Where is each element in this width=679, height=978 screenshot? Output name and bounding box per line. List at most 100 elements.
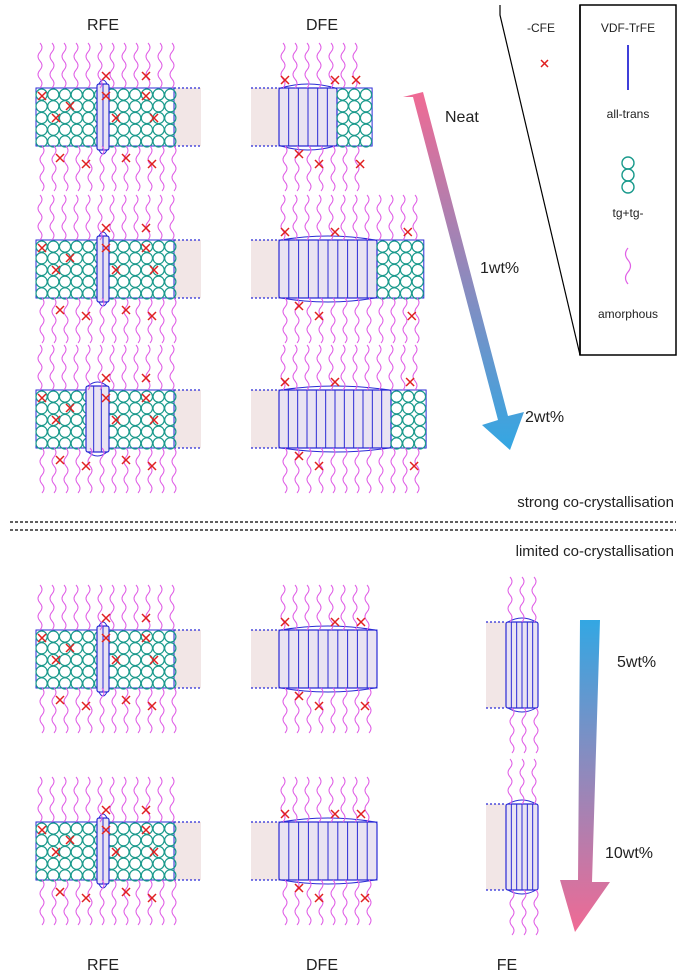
cfe-mark bbox=[81, 701, 91, 711]
amorphous-chain bbox=[354, 687, 360, 734]
cfe-mark bbox=[55, 695, 65, 705]
cfe-mark bbox=[147, 311, 157, 321]
amorphous-chain bbox=[316, 42, 322, 89]
cfe-mark bbox=[65, 253, 75, 263]
cfe-mark bbox=[65, 835, 75, 845]
amorphous-shade bbox=[486, 622, 506, 708]
cfe-mark bbox=[280, 617, 290, 627]
amorphous-chain bbox=[111, 145, 117, 192]
cfe-mark bbox=[360, 893, 370, 903]
cfe-mark bbox=[141, 633, 151, 643]
cfe-mark bbox=[294, 451, 304, 461]
amorphous-chain bbox=[282, 297, 288, 344]
amorphous-chain bbox=[169, 776, 175, 823]
fe-lamella bbox=[486, 758, 539, 936]
amorphous-chain bbox=[318, 145, 324, 192]
amorphous-chain bbox=[121, 42, 127, 89]
amorphous-shade bbox=[251, 630, 279, 688]
cfe-mark bbox=[141, 805, 151, 815]
cfe-mark bbox=[101, 393, 111, 403]
amorphous-chain bbox=[121, 344, 127, 391]
amorphous-chain bbox=[49, 344, 55, 391]
amorphous-chain bbox=[87, 447, 93, 494]
cfe-mark bbox=[294, 883, 304, 893]
amorphous-chain bbox=[304, 584, 310, 631]
cfe-mark bbox=[330, 227, 340, 237]
amorphous-chain bbox=[111, 297, 117, 344]
amorphous-chain bbox=[282, 687, 288, 734]
cfe-mark bbox=[147, 461, 157, 471]
amorphous-chain bbox=[306, 687, 312, 734]
amorphous-chain bbox=[37, 776, 43, 823]
amorphous-chain bbox=[330, 687, 336, 734]
amorphous-chain bbox=[75, 687, 81, 734]
amorphous-chain bbox=[328, 344, 334, 391]
dfe-lamella bbox=[251, 194, 425, 344]
cfe-mark bbox=[81, 159, 91, 169]
amorphous-chain bbox=[99, 879, 105, 926]
amorphous-chain bbox=[147, 447, 153, 494]
amorphous-chain bbox=[292, 42, 298, 89]
amorphous-chain bbox=[378, 297, 384, 344]
amorphous-chain bbox=[390, 447, 396, 494]
amorphous-chain bbox=[73, 776, 79, 823]
cfe-mark bbox=[37, 393, 47, 403]
cfe-mark bbox=[409, 461, 419, 471]
cfe-mark bbox=[330, 377, 340, 387]
legend-tg-circles bbox=[621, 156, 635, 194]
amorphous-chain bbox=[294, 879, 300, 926]
amorphous-chain bbox=[354, 447, 360, 494]
amorphous-chain bbox=[352, 194, 358, 241]
cfe-mark bbox=[405, 377, 415, 387]
cfe-mark bbox=[403, 227, 413, 237]
amorphous-chain bbox=[123, 297, 129, 344]
amorphous-chain bbox=[147, 687, 153, 734]
tg-circle bbox=[164, 437, 177, 450]
amorphous-chain bbox=[61, 584, 67, 631]
amorphous-chain bbox=[85, 584, 91, 631]
amorphous-chain bbox=[340, 776, 346, 823]
amorphous-chain bbox=[412, 344, 418, 391]
chain-fold bbox=[280, 687, 376, 693]
amorphous-chain bbox=[39, 879, 45, 926]
tg-circle bbox=[359, 135, 373, 148]
amorphous-chain bbox=[39, 687, 45, 734]
amorphous-chain bbox=[378, 447, 384, 494]
amorphous-chain bbox=[342, 687, 348, 734]
amorphous-chain bbox=[145, 776, 151, 823]
amorphous-chain bbox=[366, 687, 372, 734]
cfe-mark bbox=[101, 633, 111, 643]
amorphous-chain bbox=[304, 42, 310, 89]
amorphous-chain bbox=[51, 879, 57, 926]
cfe-mark bbox=[121, 455, 131, 465]
amorphous-chain bbox=[87, 879, 93, 926]
amorphous-chain bbox=[352, 584, 358, 631]
cfe-mark bbox=[81, 311, 91, 321]
column-header-dfe-bottom: DFE bbox=[306, 957, 338, 974]
amorphous-chain bbox=[402, 297, 408, 344]
amorphous-chain bbox=[354, 879, 360, 926]
tg-circle bbox=[164, 869, 177, 882]
amorphous-chain bbox=[509, 707, 515, 754]
cfe-mark bbox=[149, 655, 159, 665]
cfe-mark bbox=[280, 227, 290, 237]
amorphous-chain bbox=[111, 879, 117, 926]
amorphous-chain bbox=[316, 584, 322, 631]
amorphous-chain bbox=[364, 584, 370, 631]
amorphous-chain bbox=[85, 776, 91, 823]
cfe-mark bbox=[51, 847, 61, 857]
cfe-mark bbox=[101, 243, 111, 253]
cfe-mark bbox=[55, 455, 65, 465]
amorphous-chain bbox=[316, 194, 322, 241]
amorphous-chain bbox=[121, 194, 127, 241]
amorphous-chain bbox=[292, 776, 298, 823]
amorphous-chain bbox=[340, 584, 346, 631]
amorphous-chain bbox=[133, 584, 139, 631]
amorphous-chain bbox=[330, 145, 336, 192]
amorphous-chain bbox=[73, 42, 79, 89]
amorphous-chain bbox=[73, 344, 79, 391]
amorphous-chain bbox=[147, 879, 153, 926]
concentration-arrow-bottom bbox=[560, 620, 610, 932]
cfe-mark bbox=[141, 373, 151, 383]
amorphous-shade bbox=[174, 630, 201, 688]
